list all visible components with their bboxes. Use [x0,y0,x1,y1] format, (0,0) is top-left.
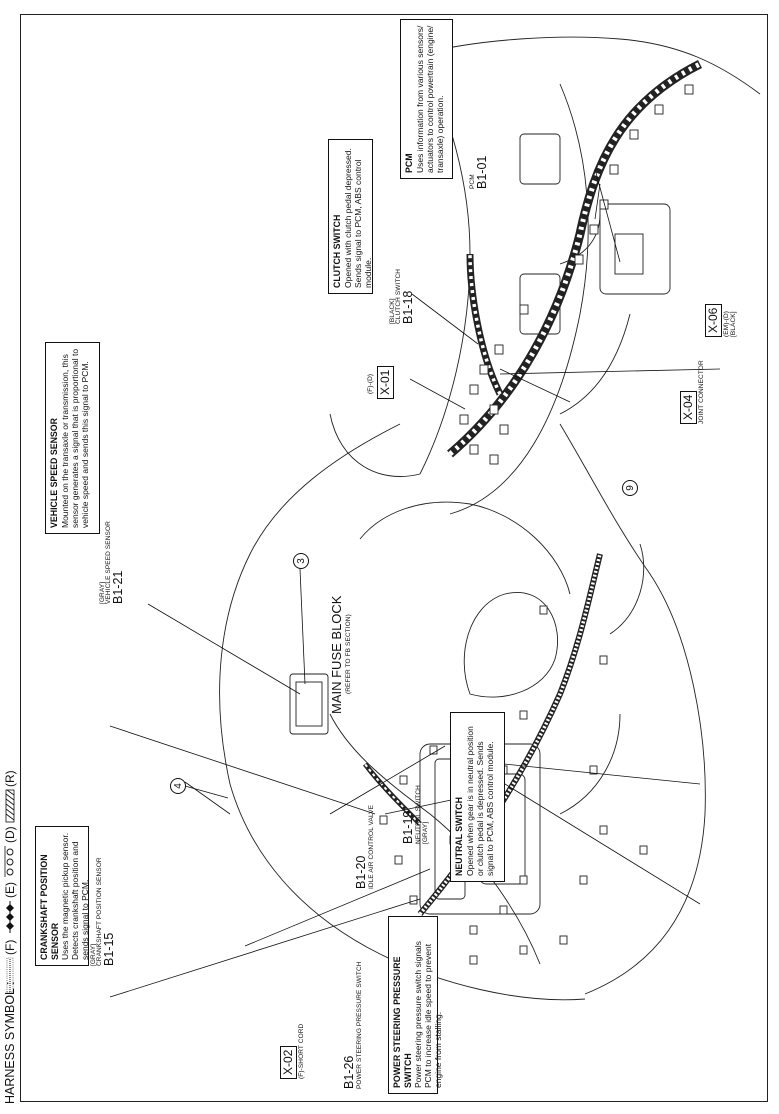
clutch-switch-code: B1-18 [401,290,415,324]
fender-outline [229,783,586,1001]
wheel-arch [359,501,571,595]
harness-e-bundle [363,762,422,826]
page-border [20,14,768,1102]
connector-x04-box: X-04 [680,390,697,424]
pcm-callout: PCM Uses information from various sensor… [400,19,453,179]
clutch-switch-heading: CLUTCH SWITCH [332,214,342,288]
legend-diamond-line [6,901,14,933]
pcm-unit [599,203,671,295]
legend-dotted-line [6,957,14,993]
connector-x04-name: JOINT CONNECTOR [698,360,705,424]
clutch-switch-body: Opened with clutch pedal depressed. Send… [342,148,373,288]
inner-panel [329,713,541,965]
connector-x06-box: X-06 [705,303,722,337]
clutch-switch-callout: CLUTCH SWITCH Opened with clutch pedal d… [328,139,373,294]
pcm-body: Uses information from various sensors/ a… [414,25,445,173]
engine-connectors [379,605,648,965]
dash-leader-lines [409,168,721,410]
connector-x01-sub: (F)-(D) [367,373,374,394]
pcm-heading: PCM [404,153,414,173]
firewall-outline [219,423,401,785]
main-fuse-block-shape [289,673,329,735]
connector-x01-box: X-01 [377,365,394,399]
pcm-code: B1-01 [475,155,489,189]
callout-circle-9: 9 [622,480,638,496]
harness-d-bundle [447,59,703,458]
legend-circle-line [4,846,14,877]
connector-x06-color: [BLACK] [730,311,737,337]
dash-connectors [459,84,694,465]
legend-hatched-line [5,789,15,823]
engine-bay-outline [559,423,706,995]
